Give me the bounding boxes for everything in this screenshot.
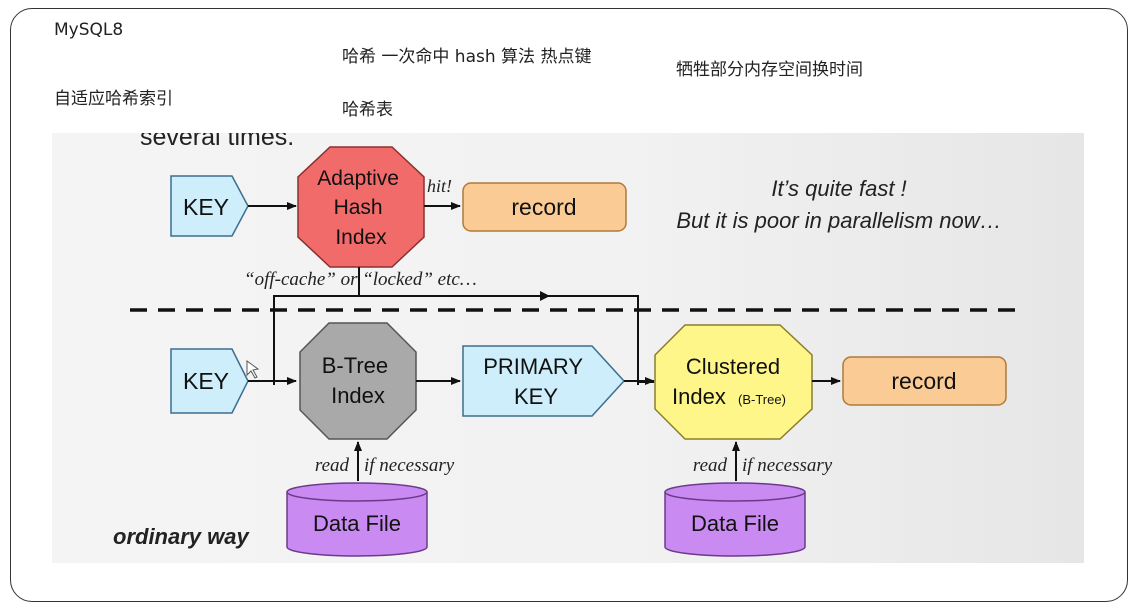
note-tradeoff: 牺牲部分内存空间换时间: [676, 60, 863, 80]
primary-key-shape: PRIMARY KEY: [462, 345, 626, 417]
clustered-label-line1: Clustered: [686, 354, 780, 379]
primary-label-line2: KEY: [514, 384, 558, 409]
if-necessary-label-right: if necessary: [742, 455, 833, 476]
svg-text:B-Tree Index: B-Tree Index: [322, 353, 395, 408]
fallback-label: “off-cache” or “locked” etc…: [244, 269, 477, 290]
clustered-index-shape: Clustered Index (B-Tree): [654, 324, 813, 440]
svg-text:PRIMARY KEY: PRIMARY KEY: [483, 354, 589, 409]
bottom-key-shape: KEY: [170, 348, 249, 414]
btree-label-line2: Index: [331, 383, 385, 408]
clustered-label-suffix: (B-Tree): [738, 392, 786, 407]
clustered-label-line2: Index: [672, 384, 726, 409]
top-key-shape: KEY: [170, 175, 249, 237]
adaptive-hash-index-shape: Adaptive Hash Index: [297, 146, 425, 268]
svg-text:Adaptive Hash Inde: Adaptive Hash Index: [317, 167, 405, 249]
ahi-label-line3: Index: [335, 226, 387, 249]
hit-label: hit!: [427, 176, 452, 196]
top-key-label: KEY: [183, 194, 229, 220]
bottom-record-box: record: [842, 356, 1007, 406]
slide-top-text: several times.: [140, 133, 294, 151]
top-record-label: record: [511, 194, 576, 220]
data-file-right: Data File: [664, 482, 806, 557]
remark-parallelism: But it is poor in parallelism now…: [676, 208, 1001, 233]
ahi-label-line1: Adaptive: [317, 167, 399, 190]
if-necessary-label-left: if necessary: [364, 455, 455, 476]
ahi-label-line2: Hash: [334, 196, 383, 219]
data-file-left: Data File: [286, 482, 428, 557]
read-label-left: read: [315, 455, 350, 476]
data-file-right-label: Data File: [691, 511, 779, 536]
cursor-icon: [246, 360, 260, 379]
bottom-record-label: record: [891, 368, 956, 394]
top-record-box: record: [462, 182, 627, 232]
fallback-bracket: [273, 295, 639, 385]
fallback-arrowhead: [540, 291, 550, 301]
btree-index-shape: B-Tree Index: [299, 322, 417, 440]
btree-label-line1: B-Tree: [322, 353, 388, 378]
note-hash-line1: 哈希 一次命中 hash 算法 热点键: [342, 47, 592, 67]
remark-fast: It’s quite fast !: [771, 176, 906, 201]
ordinary-way-label: ordinary way: [113, 524, 250, 549]
data-file-left-label: Data File: [313, 511, 401, 536]
read-label-right: read: [693, 455, 728, 476]
note-mysql8: MySQL8: [54, 20, 124, 40]
note-card: [10, 8, 1128, 602]
primary-label-line1: PRIMARY: [483, 354, 583, 379]
note-adaptive-hash-index: 自适应哈希索引: [54, 89, 173, 109]
note-hash-line2: 哈希表: [342, 100, 393, 120]
bottom-key-label: KEY: [183, 368, 229, 394]
diagram-slide: several times. KEY Adaptive Hash Index h…: [52, 133, 1084, 563]
